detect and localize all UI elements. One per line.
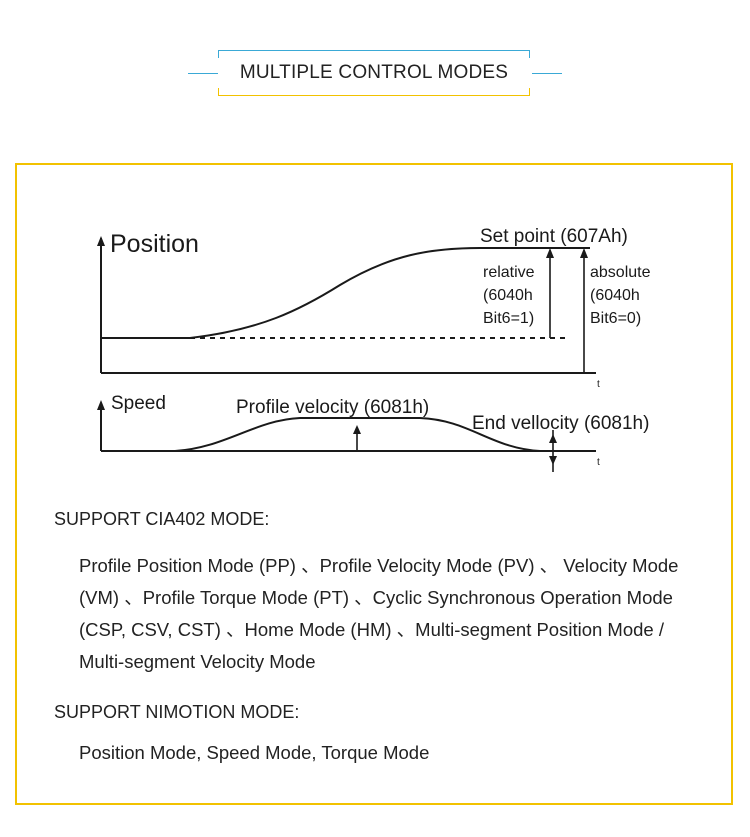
position-label: Position [110, 230, 199, 258]
nimotion-modes-text: Position Mode, Speed Mode, Torque Mode [79, 742, 430, 763]
speed-curve [101, 417, 590, 452]
absolute-label-line2: (6040h [590, 287, 640, 304]
relative-label-line3: Bit6=1) [483, 310, 534, 327]
section-title: MULTIPLE CONTROL MODES [188, 50, 562, 96]
absolute-label-line3: Bit6=0) [590, 310, 641, 327]
speed-y-arrow [97, 400, 105, 410]
absolute-label-line1: absolute [590, 264, 651, 281]
absolute-arrowhead [580, 248, 588, 258]
end-velocity-label: End vellocity (6081h) [472, 413, 649, 434]
profile-velocity-label: Profile velocity (6081h) [236, 397, 429, 418]
title-line-left [188, 73, 218, 74]
nimotion-heading: SUPPORT NIMOTION MODE: [54, 702, 300, 722]
title-line-right [532, 73, 562, 74]
end-velocity-arrow-up [549, 434, 557, 443]
speed-time-label: t [597, 457, 600, 468]
relative-label-line1: relative [483, 264, 535, 281]
relative-label-line2: (6040h [483, 287, 533, 304]
cia402-heading: SUPPORT CIA402 MODE: [54, 509, 270, 529]
position-curve [101, 247, 590, 339]
speed-label: Speed [111, 393, 166, 414]
relative-arrowhead [546, 248, 554, 258]
end-velocity-arrow-down [549, 456, 557, 465]
cia402-modes-text: Profile Position Mode (PP) 、Profile Velo… [79, 555, 679, 672]
content-panel [15, 163, 733, 805]
position-y-arrow [97, 236, 105, 246]
title-text: MULTIPLE CONTROL MODES [239, 62, 509, 83]
title-box: MULTIPLE CONTROL MODES [218, 50, 530, 96]
position-time-label: t [597, 379, 600, 390]
set-point-label: Set point (607Ah) [480, 226, 628, 247]
profile-velocity-arrowhead [353, 425, 361, 434]
